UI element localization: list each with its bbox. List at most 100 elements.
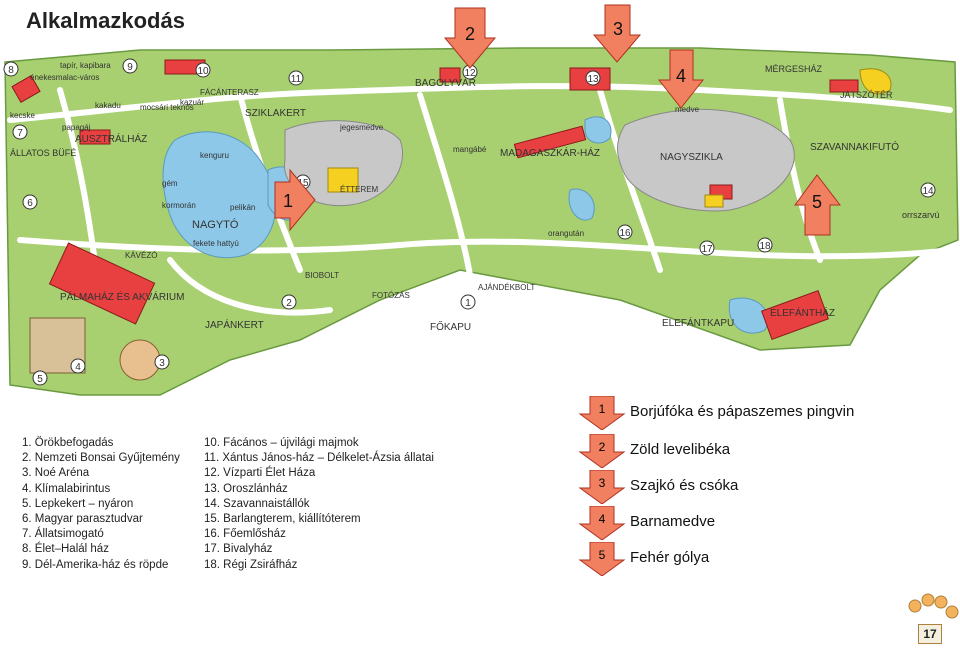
map-label: papagáj (62, 123, 91, 132)
animal-name: Szajkó és csóka (630, 477, 739, 494)
map-label: AJÁNDÉKBOLT (478, 283, 535, 292)
page-title: Alkalmazkodás (26, 8, 185, 33)
legend-item: 1. Örökbefogadás (22, 437, 114, 449)
pond (584, 116, 612, 144)
map-label: NAGYSZIKLA (660, 152, 723, 163)
pond (568, 188, 595, 221)
map-label: FOTÓZÁS (372, 291, 410, 300)
svg-text:12: 12 (464, 68, 476, 79)
map-label: fekete hattyú (193, 239, 239, 248)
arrow-3: 3 (592, 4, 642, 63)
svg-text:2: 2 (465, 24, 475, 44)
map-label: KÁVÉZÓ (125, 251, 157, 260)
map-number-markers: 8 9 10 11 12 13 14 15 16 17 18 7 6 5 4 3… (3, 58, 936, 386)
svg-text:7: 7 (17, 128, 23, 139)
svg-text:4: 4 (75, 362, 81, 373)
legend-item: 5. Lepkekert – nyáron (22, 497, 134, 510)
map-label: ÉTTEREM (340, 185, 379, 194)
nagy-szikla-rock (617, 108, 795, 212)
legend-right: 10. Fácános – újvilági majmok 11. Xántus… (204, 436, 434, 573)
map-label: BIOBOLT (305, 271, 339, 280)
legend-item: 15. Barlangterem, kiállítóterem (204, 513, 361, 526)
arrow-icon: 4 (578, 505, 626, 541)
map-label: ELEFÁNTKAPU (662, 316, 734, 329)
map-label: kormorán (162, 201, 196, 210)
svg-text:4: 4 (676, 66, 686, 86)
map-label: kenguru (200, 151, 229, 160)
legend-item: 6. Magyar parasztudvar (22, 513, 143, 526)
svg-text:1: 1 (283, 191, 293, 211)
paw-icon (908, 593, 959, 619)
pond (728, 297, 768, 334)
animal-key-row: 2 Zöld levelibéka (578, 433, 948, 469)
animal-key-row: 4 Barnamedve (578, 505, 948, 541)
map-label: AUSZTRÁLHÁZ (75, 132, 147, 145)
svg-text:4: 4 (599, 512, 606, 526)
svg-text:3: 3 (613, 19, 623, 39)
arrow-icon: 5 (578, 541, 626, 577)
legend-item: 9. Dél-Amerika-ház és röpde (22, 558, 169, 571)
svg-text:3: 3 (599, 476, 606, 490)
legend-item: 18. Régi Zsiráfház (204, 558, 298, 571)
yellow-areas (327, 68, 892, 208)
map-label: orangután (548, 229, 584, 238)
animal-name: Fehér gólya (630, 549, 710, 566)
map-label: PÁLMAHÁZ ÉS AKVÁRIUM (60, 290, 184, 303)
legend-item: 13. Oroszlánház (204, 482, 288, 495)
arrow-1: 1 (274, 168, 316, 232)
map-label: gém (162, 179, 178, 188)
svg-text:18: 18 (759, 241, 771, 252)
map-label: FŐKAPU (430, 319, 471, 333)
animal-key-row: 1 Borjúfóka és pápaszemes pingvin (578, 395, 948, 431)
map-label: MÉRGESHÁZ (765, 64, 823, 74)
map-label: JÁTSZÓTÉR (840, 90, 893, 100)
svg-text:2: 2 (286, 298, 292, 309)
svg-text:2: 2 (599, 440, 606, 454)
map-label: jegesmedve (339, 123, 384, 132)
map-label: kakadu (95, 101, 121, 110)
svg-text:3: 3 (159, 358, 165, 369)
legend-item: 12. Vízparti Élet Háza (204, 467, 316, 480)
animal-name: Barnamedve (630, 513, 716, 530)
svg-text:10: 10 (197, 66, 209, 77)
buildings (11, 59, 859, 340)
map-label: BAGOLYVÁR (415, 76, 476, 89)
map-label: pelikán (230, 203, 255, 212)
map-label: ÁLLATOS BÜFÉ (10, 148, 76, 158)
map-label: FÁCÁNTERASZ (200, 88, 259, 97)
animal-arrows: 1 2 3 4 5 (274, 4, 842, 236)
legend-item: 17. Bivalyház (204, 543, 273, 556)
nagyto-lake (162, 131, 277, 259)
legend-item: 8. Élet–Halál ház (22, 543, 109, 556)
arrow-2: 2 (443, 7, 497, 69)
map-label: mocsári teknős (140, 103, 194, 112)
svg-text:6: 6 (27, 198, 33, 209)
paths (7, 83, 953, 316)
map-label: tapír, kapibara (60, 61, 111, 70)
map-label: NAGYTÓ (192, 218, 239, 231)
svg-text:8: 8 (8, 65, 14, 76)
svg-text:5: 5 (812, 192, 822, 212)
page-number: 17 (918, 624, 942, 644)
svg-text:14: 14 (922, 186, 934, 197)
legend-left: 1. Örökbefogadás 2. Nemzeti Bonsai Gyűjt… (22, 436, 180, 573)
legend-item: 16. Főemlősház (204, 528, 286, 541)
svg-text:9: 9 (127, 62, 133, 73)
svg-text:1: 1 (465, 298, 471, 309)
animal-name: Borjúfóka és pápaszemes pingvin (630, 403, 855, 420)
legend-item: 14. Szavannaistállók (204, 497, 310, 510)
map-label: SZIKLAKERT (245, 108, 306, 119)
arrow-4: 4 (657, 49, 705, 109)
svg-text:11: 11 (291, 74, 302, 85)
svg-text:5: 5 (599, 548, 606, 562)
map-label: kecske (10, 111, 35, 120)
map-label: mangábé (453, 145, 487, 154)
noe-arena (119, 339, 161, 381)
legend-item: 11. Xántus János-ház – Délkelet-Ázsia ál… (204, 452, 434, 465)
map-label: ELEFÁNTHÁZ (770, 306, 835, 319)
arrow-icon: 2 (578, 433, 626, 469)
animal-name: Zöld levelibéka (630, 441, 731, 458)
map-label: orrszarvú (902, 210, 940, 220)
svg-text:15: 15 (297, 178, 309, 189)
map-label: MADAGASZKÁR-HÁZ (500, 146, 600, 159)
